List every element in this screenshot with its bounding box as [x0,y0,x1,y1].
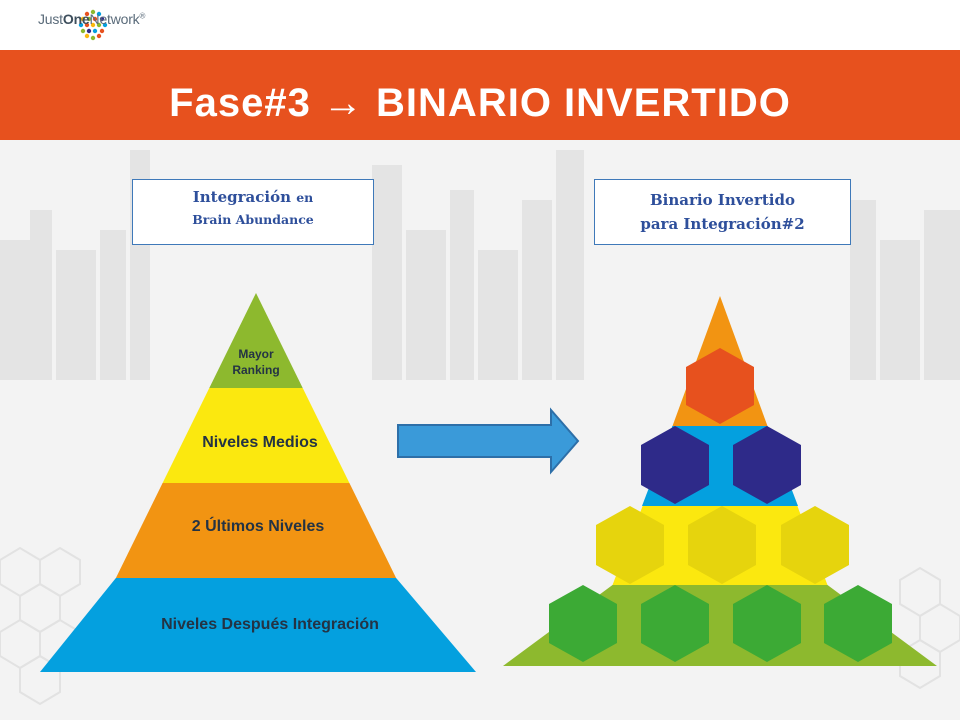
integration-box-title: Integración [192,188,291,206]
inverted-binary-box-line1: Binario Invertido [649,191,796,209]
hexagon-yellow-2 [688,506,756,584]
label-mayor-ranking: Mayor Ranking [216,346,296,378]
left-pyramid-level-last-two [115,483,397,578]
left-pyramid-level-middle [162,388,350,483]
integration-box-subtitle: Brain Abundance [192,212,314,227]
hexagon-green-4 [824,585,892,662]
hexagon-orange-1 [686,348,754,424]
hexagon-green-3 [733,585,801,662]
label-niveles-despues-integracion: Niveles Después Integración [161,616,379,633]
header: JustOneNetwork® [0,0,960,50]
hexagon-green-2 [641,585,709,662]
logo-text: JustOneNetwork® [38,11,145,27]
left-pyramid-level-top [209,293,303,388]
just-one-network-logo-icon [78,9,108,41]
logo-text-network: Network [89,11,140,27]
hexagon-purple-1 [641,426,709,504]
title-banner: Fase#3 → BINARIO INVERTIDO [0,50,960,140]
integration-box: Integración en Brain Abundance [132,179,374,245]
integration-box-en: en [296,190,314,205]
label-ranking: Ranking [232,363,280,377]
hexagon-purple-2 [733,426,801,504]
right-pyramid-hexagons [549,348,892,662]
label-mayor: Mayor [238,347,274,361]
right-arrow-icon [397,407,580,475]
hexagon-yellow-3 [781,506,849,584]
hexagon-green-1 [549,585,617,662]
inverted-binary-box: Binario Invertido para Integración#2 [594,179,851,245]
logo-registered-mark: ® [139,11,146,21]
inverted-binary-box-line2: para Integración#2 [640,215,805,233]
label-niveles-medios: Niveles Medios [202,434,318,451]
logo-text-just: Just [38,11,63,27]
logo-text-one: One [62,11,90,27]
label-ultimos-niveles: 2 Últimos Niveles [191,518,325,535]
page-title: Fase#3 → BINARIO INVERTIDO [169,81,791,125]
left-pyramid-level-after-integration [40,578,476,672]
hexagon-yellow-1 [596,506,664,584]
